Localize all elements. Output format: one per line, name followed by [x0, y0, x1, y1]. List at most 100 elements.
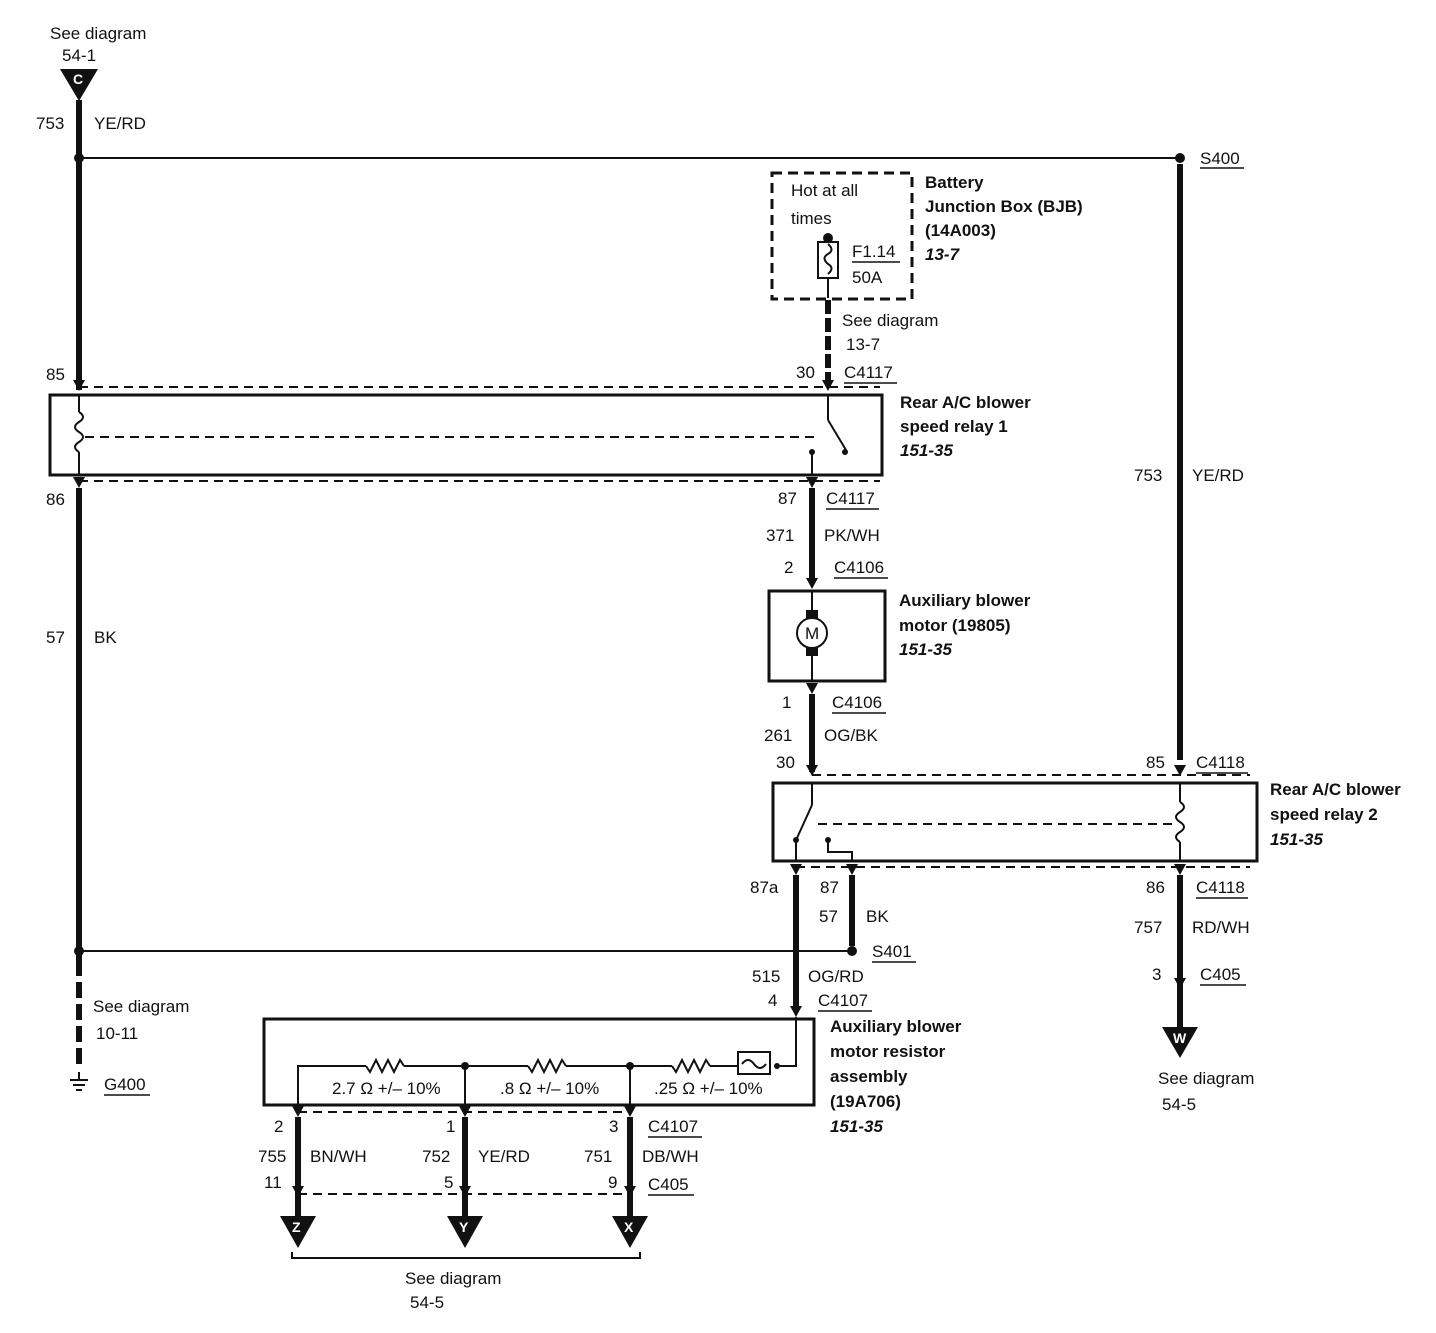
pin-arrow-icon — [73, 380, 85, 391]
relay2-page: 151-35 — [1270, 830, 1323, 849]
bjb-note-line1: Hot at all — [791, 181, 858, 200]
pin-arrow-icon — [806, 477, 818, 488]
c405-pin-9: 9 — [608, 1173, 617, 1192]
c405-pin-3: 3 — [1152, 965, 1161, 984]
relay1-coil-icon — [74, 411, 84, 453]
bjb-feed-page: 13-7 — [846, 335, 880, 354]
resistor-name-line1: Auxiliary blower — [830, 1017, 962, 1036]
resistor-lead — [297, 1065, 366, 1106]
motor-name-line1: Auxiliary blower — [899, 591, 1031, 610]
connector-c4107-top: C4107 — [818, 991, 868, 1010]
rear-ac-blower-relay-2[interactable]: Rear A/C blower speed relay 2 151-35 — [771, 780, 1401, 863]
battery-junction-box[interactable]: Hot at all times F1.14 50A Battery Junct… — [770, 171, 1083, 301]
relay1-pin-85: 85 — [46, 365, 65, 384]
wire-753-color: YE/RD — [94, 114, 146, 133]
relay1-switch-icon — [827, 419, 847, 451]
relay2-name-line2: speed relay 2 — [1270, 805, 1378, 824]
relay2-pin-30: 30 — [776, 753, 795, 772]
ref-c-top[interactable]: See diagram 54-1 C — [50, 24, 146, 101]
pin-arrow-icon — [806, 683, 818, 694]
resistor-name-line2: motor resistor — [830, 1042, 946, 1061]
junction-dot — [74, 153, 84, 163]
wire-515-color: OG/RD — [808, 967, 864, 986]
relay2-box — [771, 781, 1259, 863]
fuse-top-dot — [823, 233, 833, 243]
relay1-pin-30: 30 — [796, 363, 815, 382]
auxiliary-blower-motor[interactable]: M Auxiliary blower motor (19805) 151-35 — [767, 589, 1031, 683]
motor-symbol: M — [805, 624, 819, 643]
relay1-box — [48, 393, 884, 477]
thermal-fuse-element-icon — [741, 1059, 767, 1069]
connector-c405-bottom: C405 — [648, 1175, 689, 1194]
connector-c405-right: C405 — [1200, 965, 1241, 984]
wire-751-color: DB/WH — [642, 1147, 699, 1166]
relay1-contact-dot — [842, 449, 848, 455]
relay2-coil-icon — [1175, 801, 1185, 843]
fuse-rating: 50A — [852, 268, 883, 287]
ref-y[interactable]: Y — [447, 1216, 483, 1248]
ref-z[interactable]: Z — [280, 1216, 316, 1248]
ref-w-right[interactable]: W See diagram 54-5 — [1158, 1027, 1254, 1114]
relay2-pin-85: 85 — [1146, 753, 1165, 772]
c4107-pin-3: 3 — [609, 1117, 618, 1136]
pin-arrow-icon — [624, 1186, 636, 1197]
wire-751-circuit: 751 — [584, 1147, 612, 1166]
ref-y-letter: Y — [459, 1219, 469, 1235]
connector-c4118-top: C4118 — [1196, 753, 1245, 772]
pin-arrow-icon — [292, 1106, 304, 1117]
motor-pin-2: 2 — [784, 558, 793, 577]
wire-261-color: OG/BK — [824, 726, 879, 745]
pin-arrow-icon — [806, 765, 818, 776]
motor-icon — [796, 617, 828, 649]
relay2-name-line1: Rear A/C blower — [1270, 780, 1401, 799]
c4107-pin-1: 1 — [446, 1117, 455, 1136]
ref-y-arrow-icon — [447, 1216, 483, 1248]
ref-z-letter: Z — [292, 1219, 301, 1235]
pin-arrow-icon — [846, 864, 858, 875]
pin-arrow-icon — [292, 1186, 304, 1197]
relay1-name-line2: speed relay 1 — [900, 417, 1008, 436]
fuse-f114-icon — [817, 241, 839, 279]
resistor-pin-4: 4 — [768, 991, 777, 1010]
motor-box — [767, 589, 887, 683]
resistor-box — [262, 1017, 816, 1107]
relay1-pin-86: 86 — [46, 490, 65, 509]
resistor-part: (19A706) — [830, 1092, 901, 1111]
pin-arrow-icon — [790, 864, 802, 875]
bjb-note-line2: times — [791, 209, 832, 228]
resistor-name-line3: assembly — [830, 1067, 908, 1086]
relay1-page: 151-35 — [900, 441, 953, 460]
connector-c4106-top: C4106 — [834, 558, 884, 577]
ref-x[interactable]: X — [612, 1216, 648, 1248]
relay1-pin-87: 87 — [778, 489, 797, 508]
wire-57-circuit: 57 — [46, 628, 65, 647]
bjb-page: 13-7 — [925, 245, 961, 264]
connector-c4117-bottom: C4117 — [826, 489, 875, 508]
resistor-page: 151-35 — [830, 1117, 883, 1136]
wire-755-color: BN/WH — [310, 1147, 367, 1166]
bjb-feed-see: See diagram — [842, 311, 938, 330]
motor-page: 151-35 — [899, 640, 952, 659]
pin-arrow-icon — [459, 1186, 471, 1197]
blower-motor-resistor-assembly[interactable]: 2.7 Ω +/– 10% .8 Ω +/– 10% .25 Ω +/– 10%… — [262, 1017, 962, 1136]
motor-pin-1: 1 — [782, 693, 791, 712]
splice-s400-dot — [1175, 153, 1185, 163]
ref-w-arrow-icon — [1162, 1027, 1198, 1058]
rear-ac-blower-relay-1[interactable]: Rear A/C blower speed relay 1 151-35 — [48, 393, 1031, 477]
motor-name-line2: motor (19805) — [899, 616, 1010, 635]
ref-c-see-label: See diagram — [50, 24, 146, 43]
fuse-element-icon — [823, 243, 833, 275]
relay2-pin-86: 86 — [1146, 878, 1165, 897]
wire-57-color: BK — [94, 628, 117, 647]
wire-515-circuit: 515 — [752, 967, 780, 986]
ref-c-page-label: 54-1 — [62, 46, 96, 65]
wire-755-circuit: 755 — [258, 1147, 286, 1166]
bjb-name-line1: Battery — [925, 173, 984, 192]
pin-arrow-icon — [73, 477, 85, 488]
resistor-r2-icon — [527, 1057, 567, 1075]
wire-752-color: YE/RD — [478, 1147, 530, 1166]
wire-757-circuit: 757 — [1134, 918, 1162, 937]
ground-g400-label: G400 — [104, 1075, 146, 1094]
c4107-pin-2: 2 — [274, 1117, 283, 1136]
